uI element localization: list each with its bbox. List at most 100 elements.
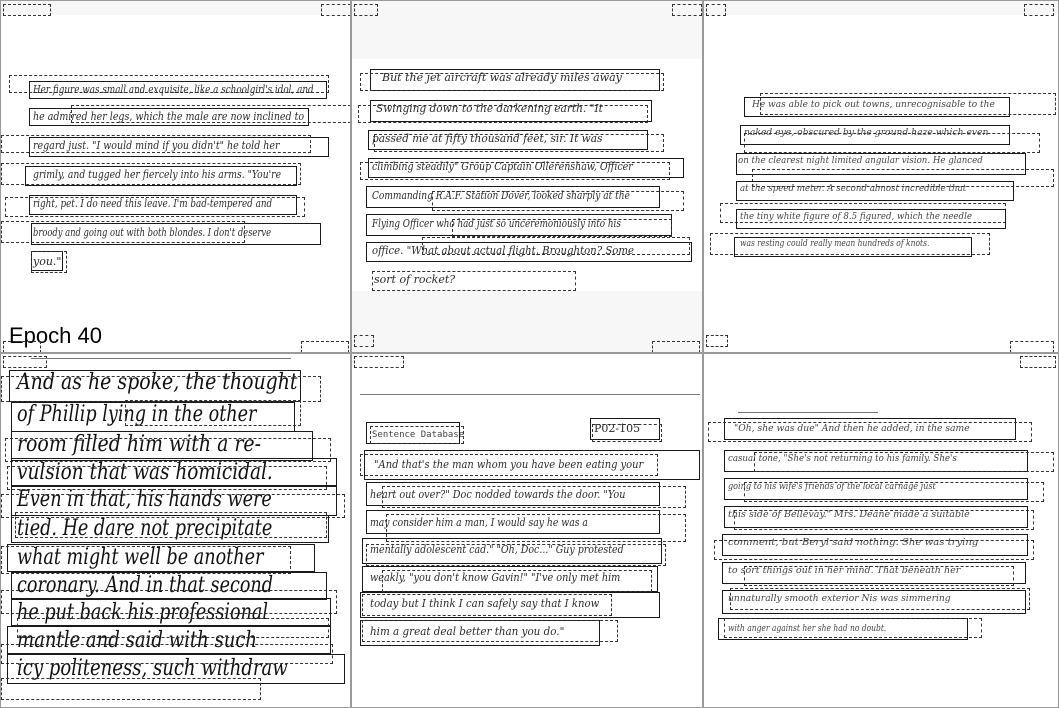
corner-marker: [354, 335, 374, 347]
ground-truth-box: [1, 590, 337, 614]
ground-truth-box: [5, 438, 331, 462]
handwritten-line: grimly, and tugged her fiercely into his…: [33, 168, 282, 181]
handwritten-line: regard just. "I would mind if you didn't…: [33, 139, 280, 152]
panel-2: But the jet aircraft was already miles a…: [351, 0, 703, 353]
prediction-box: [366, 482, 660, 506]
ground-truth-box: [360, 162, 670, 180]
ground-truth-box: [382, 486, 686, 508]
ground-truth-box: [422, 237, 690, 255]
prediction-box: [368, 158, 684, 178]
handwritten-line: coronary. And in that second: [17, 573, 274, 598]
corner-marker: [321, 4, 350, 16]
prediction-box: [740, 125, 1010, 145]
prediction-box: [29, 137, 329, 157]
page-scan-6: [704, 354, 1058, 707]
panel-1: Her figure was small and exquisite, like…: [0, 0, 351, 353]
header-form-id: P02-105: [594, 422, 641, 435]
corner-marker: [706, 4, 726, 16]
handwritten-line: And as he spoke, the thought: [17, 370, 298, 395]
handwritten-line: Commanding R.A.F. Station Dover, looked …: [372, 189, 630, 202]
ground-truth-box: [744, 482, 1044, 502]
ground-truth-box: [592, 424, 662, 442]
handwritten-line: the tiny white figure of 8.5 figured, wh…: [740, 212, 972, 222]
handwritten-line: vulsion that was homicidal.: [17, 460, 273, 485]
ground-truth-box: [9, 75, 329, 93]
prediction-box: [31, 223, 321, 245]
prediction-box: [734, 237, 972, 257]
ground-truth-box: [1, 135, 311, 153]
ground-truth-box: [7, 466, 327, 490]
handwritten-line: this side of Bellevay." Mrs. Deane made …: [728, 510, 970, 520]
prediction-box: [11, 598, 331, 626]
ground-truth-box: [358, 105, 648, 123]
prediction-box: [362, 538, 662, 564]
handwritten-line: you.": [33, 255, 62, 268]
rule-line: [360, 394, 700, 395]
ground-truth-box: [372, 271, 576, 291]
epoch-label: Epoch 40: [9, 323, 102, 348]
handwritten-line: Flying Officer who had just so unceremon…: [372, 217, 621, 230]
ground-truth-box: [1, 494, 345, 518]
ground-truth-box: [432, 191, 684, 211]
ground-truth-box: [724, 618, 982, 638]
ground-truth-box: [744, 566, 1014, 586]
handwritten-line: weakly, "you don't know Gavin!" "I've on…: [370, 571, 621, 584]
corner-marker: [672, 4, 702, 16]
prediction-box: [366, 242, 692, 262]
handwritten-line: to sort things out in her mind. That ben…: [728, 566, 961, 576]
ground-truth-box: [714, 540, 1034, 560]
ground-truth-box: [71, 105, 350, 123]
handwritten-line: was resting could really mean hundreds o…: [740, 239, 930, 249]
page-scan-3: [704, 15, 1058, 352]
handwritten-line: him a great deal better than you do.": [370, 625, 565, 638]
handwritten-line: he put back his professional: [17, 600, 269, 625]
ground-truth-box: [366, 544, 666, 566]
handwritten-line: unnaturally smooth exterior Nis was simm…: [728, 594, 951, 604]
prediction-box: [366, 186, 660, 208]
handwritten-line: going to his wife's friends of the local…: [728, 482, 936, 492]
handwritten-line: mentally adolescent cad." "Oh, Doc..." G…: [370, 543, 624, 556]
handwritten-line: with anger against her she had no doubt.: [728, 624, 887, 634]
handwritten-line: of Phillip lying in the other: [17, 402, 257, 427]
page-scan-4: [1, 354, 350, 707]
prediction-box: [364, 450, 700, 480]
prediction-box: [29, 81, 327, 99]
corner-marker: [3, 341, 41, 352]
prediction-box: [724, 478, 1028, 500]
corner-marker: [301, 341, 349, 352]
ground-truth-box: [710, 233, 990, 255]
ground-truth-box: [15, 512, 327, 538]
handwritten-line: passed me at fifty thousand feet, sir. I…: [372, 132, 603, 145]
ground-truth-box: [730, 588, 1030, 610]
page-scan-5: [352, 354, 702, 707]
handwritten-line: room filled him with a re-: [17, 432, 261, 457]
prediction-box: [11, 572, 327, 600]
prediction-box: [11, 458, 337, 486]
ground-truth-box: [125, 400, 301, 426]
handwritten-line: sort of rocket?: [374, 273, 456, 286]
ground-truth-box: [1, 546, 291, 574]
prediction-box: [736, 153, 1026, 175]
ground-truth-box: [17, 618, 329, 638]
prediction-box: [7, 626, 331, 654]
ground-truth-box: [370, 426, 464, 444]
page-scan-1: [1, 15, 350, 352]
corner-marker: [1020, 356, 1056, 368]
handwritten-line: comment, but Beryl said nothing. She was…: [728, 538, 979, 548]
handwritten-line: he admired her legs, which the male are …: [33, 110, 305, 123]
corner-marker: [1010, 341, 1054, 352]
prediction-box: [11, 431, 313, 461]
handwritten-line: on the clearest night limited angular vi…: [738, 156, 983, 166]
ground-truth-box: [360, 73, 664, 91]
handwritten-line: today but I think I can safely say that …: [370, 597, 600, 610]
prediction-box: [25, 166, 297, 186]
panel-4: And as he spoke, the thought of Phillip …: [0, 353, 351, 708]
handwritten-line: may consider him a man, I would say he w…: [370, 516, 588, 529]
handwritten-line: Even in that, his hands were: [17, 487, 272, 512]
corner-marker: [3, 356, 47, 368]
prediction-box: [11, 515, 329, 543]
handwritten-line: at the speed meter. A second almost incr…: [740, 184, 967, 194]
prediction-box: [29, 108, 309, 126]
prediction-box: [722, 590, 1026, 614]
